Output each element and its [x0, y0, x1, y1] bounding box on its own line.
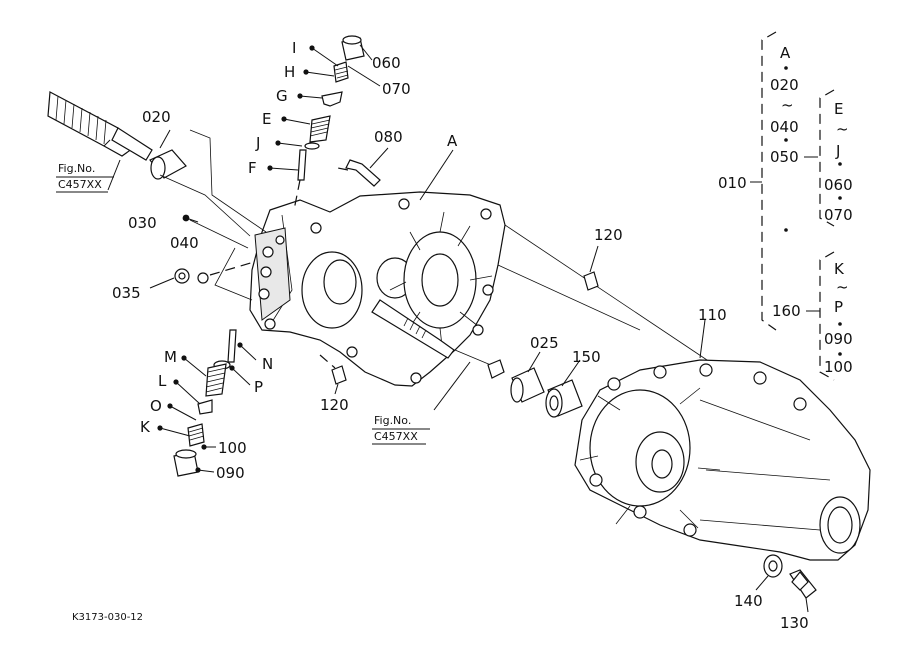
group3-item: 100	[824, 358, 853, 376]
drawing-code: K3173-030-12	[72, 612, 143, 623]
svg-text:C457XX: C457XX	[58, 178, 102, 191]
callout-070: 070	[382, 80, 411, 98]
callout-130: 130	[780, 614, 809, 632]
callout-150: 150	[572, 348, 601, 366]
callout-120-bottom: 120	[320, 396, 349, 414]
upper-valve-stack	[293, 35, 365, 211]
callout-025: 025	[530, 334, 559, 352]
callout-N: N	[262, 355, 273, 373]
callout-060: 060	[372, 54, 401, 72]
callout-O: O	[150, 397, 162, 415]
callout-I: I	[292, 39, 296, 57]
group2-item: ~	[836, 120, 849, 138]
callout-E: E	[262, 110, 271, 128]
callout-A: A	[447, 132, 458, 150]
leader-case-rear	[497, 264, 641, 331]
callout-035: 035	[112, 284, 141, 302]
callout-110: 110	[698, 306, 727, 324]
group1-item: 050	[770, 148, 799, 166]
fig-ref-lower: Fig.No. C457XX	[372, 414, 430, 445]
group3-item: P	[834, 298, 843, 316]
svg-text:Fig.No.: Fig.No.	[374, 414, 411, 427]
group1-item: ~	[781, 96, 794, 114]
callout-M: M	[164, 348, 177, 366]
part-080-bolt	[337, 159, 381, 187]
callout-L: L	[158, 372, 167, 390]
svg-text:C457XX: C457XX	[374, 430, 418, 443]
group3-item: ~	[836, 278, 849, 296]
rear-housing-110	[574, 359, 871, 561]
callout-120-right: 120	[594, 226, 623, 244]
group3-item: K	[834, 260, 845, 278]
group1-item: A	[780, 44, 791, 62]
callout-030: 030	[128, 214, 157, 232]
leader-dots	[157, 45, 842, 473]
callout-140: 140	[734, 592, 763, 610]
callout-020: 020	[142, 108, 171, 126]
input-shaft	[47, 91, 153, 161]
leader-020	[189, 129, 267, 233]
leader-case-top	[504, 224, 711, 363]
group2-item: 070	[824, 206, 853, 224]
fig-ref-upper: Fig.No. C457XX	[56, 162, 114, 193]
callout-H: H	[284, 63, 295, 81]
bearings	[487, 359, 583, 418]
callout-P: P	[254, 378, 263, 396]
part-020-bushing	[149, 129, 187, 180]
callout-040: 040	[170, 234, 199, 252]
callout-080: 080	[374, 128, 403, 146]
group1-item: 040	[770, 118, 799, 136]
washer-and-bolt	[763, 554, 817, 599]
callout-labels: 060 070 I H G E J F 080 A 020 030 040 03…	[112, 39, 809, 632]
group2-item: E	[834, 100, 843, 118]
callout-J: J	[255, 134, 260, 152]
group3-left: 160	[772, 302, 801, 320]
callout-leaders	[107, 44, 809, 613]
transmission-case	[249, 191, 506, 387]
group2-item: J	[835, 142, 840, 160]
dowel-pins-120	[319, 271, 599, 385]
assembly-main: 010	[718, 174, 747, 192]
side-plugs	[174, 219, 255, 301]
lower-valve-stack	[173, 329, 237, 477]
callout-G: G	[276, 87, 288, 105]
callout-F: F	[248, 159, 257, 177]
leader-shaft	[159, 174, 251, 237]
group2-item: 060	[824, 176, 853, 194]
assembly-list: 010 A 020 ~ 040 050 E ~ J 060 070 160 K …	[718, 31, 853, 381]
callout-090: 090	[216, 464, 245, 482]
callout-100: 100	[218, 439, 247, 457]
callout-K: K	[140, 418, 151, 436]
group3-item: 090	[824, 330, 853, 348]
group1-item: 020	[770, 76, 799, 94]
svg-text:Fig.No.: Fig.No.	[58, 162, 95, 175]
